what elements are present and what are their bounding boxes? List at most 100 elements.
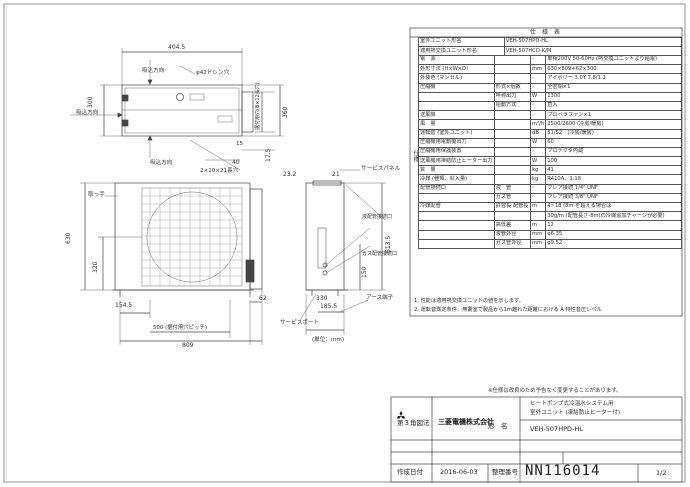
table-cell: 4~18 (8m を超える場合は	[545, 201, 682, 213]
table-cell: 51/52 (冷房/暖房)	[545, 128, 682, 139]
slot-label: 2×10×21長穴	[200, 168, 239, 174]
table-cell: dB	[530, 128, 547, 139]
table-cell: 呼称出力	[493, 91, 532, 102]
table-cell: mm	[530, 64, 547, 75]
date-value: 2016-06-03	[440, 468, 478, 476]
projection-label: 第３角図法	[397, 419, 430, 427]
table-cell: ガス管	[493, 192, 532, 204]
table-row: 室外ユニット形名 VEH-507HPD-HL	[418, 36, 683, 48]
table-cell: 運転音 (室外ユニット)	[418, 128, 495, 139]
table-row: 配管接続口液 管-フレア接続 1/4" UNF	[418, 183, 682, 194]
dim-154-5: 154.5	[115, 302, 133, 309]
table-cell: mm	[530, 229, 547, 240]
table-cell: -	[530, 73, 547, 84]
gas-pipe-label: ガス配管接続口	[362, 251, 398, 257]
table-row: 圧縮機用保護装置 -プロテクタ内蔵	[418, 146, 682, 158]
dim-23-2: 23.2	[283, 171, 297, 178]
table-cell: 41	[545, 165, 682, 176]
dim-21: 21	[332, 171, 340, 178]
table-cell	[530, 211, 547, 222]
table-cell: R410A、1.18	[545, 174, 682, 185]
table-cell: 送風機用凍結防止ヒーター出力	[418, 156, 495, 167]
table-cell: 風 量	[418, 119, 495, 130]
table-cell	[493, 128, 532, 139]
table-cell: 12	[545, 220, 682, 231]
table-cell: 許容長 配管長	[493, 201, 532, 213]
table-cell: 全密閉×1	[545, 82, 682, 93]
table-cell: 形式×個数	[493, 82, 532, 93]
table-cell: 圧縮機用保護装置	[418, 146, 495, 158]
table-cell: フレア接続 1/4" UNF	[545, 183, 682, 194]
company-name: 三菱電機株式会社	[438, 418, 494, 426]
table-cell: 冷媒配管	[418, 201, 495, 213]
dim-15: 15	[236, 141, 244, 147]
table-cell: フレア接続 3/8" UNF	[545, 192, 682, 204]
table-row: 外装色 (マンセル)-アイボリー 3.0Y 7.8/1.1	[418, 73, 682, 84]
unit-note: (単位：mm)	[312, 337, 345, 343]
spec-table: 室外ユニット形名 VEH-507HPD-HL 適用熱交換ユニット形名 VEH-5…	[418, 36, 683, 57]
table-cell: -	[530, 110, 547, 121]
table-cell: 液 管	[493, 183, 532, 194]
table-row: 始動方式-直入	[418, 100, 682, 112]
table-cell: φ9.52	[545, 238, 682, 249]
table-cell: 質 量	[418, 165, 495, 176]
table-cell	[493, 54, 532, 66]
table-cell: 送風機	[418, 110, 495, 121]
table-cell	[493, 137, 532, 148]
table-row: 圧縮機形式×個数-全密閉×1	[418, 82, 682, 93]
table-cell: 配管接続口	[418, 183, 495, 194]
dim-height-320: 320	[92, 261, 99, 273]
side-view-outline	[305, 182, 345, 291]
table-cell: 100	[545, 156, 682, 167]
table-cell: -	[530, 82, 547, 93]
spec-note-2: 2. 運転音測定条件：無響室で製品から1m離れた距離における A 特性音圧レベル	[414, 307, 602, 313]
drain-hole	[176, 93, 184, 101]
table-cell: 1300	[545, 91, 682, 102]
table-cell	[493, 119, 532, 130]
table-cell: プロテクタ内蔵	[545, 146, 682, 158]
drain-hole-label: φ42ドレン穴	[196, 70, 230, 76]
dim-height-630: 630	[65, 232, 72, 244]
table-row: 電 源-単相200V 50-60Hz (熱交換ユニットより給電)	[418, 54, 682, 66]
table-cell: 冷媒 (種類、封入量)	[418, 174, 495, 185]
table-cell: 直入	[545, 100, 682, 112]
table-cell: 2500/2600 (冷房/暖房)	[545, 119, 682, 130]
table-cell	[493, 146, 532, 158]
earth-terminal-label: アース端子	[366, 295, 394, 301]
intake-left-label: 吸込方向	[76, 110, 99, 116]
table-cell: プロペラファン×1	[545, 110, 682, 121]
dim-width-top: 404.5	[168, 44, 186, 51]
date-label: 作成日付	[397, 468, 423, 476]
table-cell	[418, 229, 495, 240]
spec-side-label: 仕様	[412, 150, 419, 162]
doc-number-label: 整理番号	[492, 468, 518, 476]
table-cell: -	[530, 146, 547, 158]
table-cell	[418, 100, 495, 112]
dim-height-300: 300	[87, 96, 94, 108]
dim-500: 500 (据付用穴ピッチ)	[153, 325, 207, 331]
spec-title: 仕 様 表	[530, 29, 561, 36]
table-cell: 外形寸法 (H×W×D)	[418, 64, 495, 75]
product-desc-2: 室外ユニット (凍結防止ヒーター付)	[530, 410, 621, 416]
dim-height-360: 360	[282, 106, 289, 118]
table-cell	[493, 211, 532, 222]
table-cell	[418, 211, 495, 222]
table-cell: kg	[530, 165, 547, 176]
table-cell: 始動方式	[493, 100, 532, 112]
top-view-outline	[121, 84, 243, 137]
table-cell	[493, 165, 532, 176]
table-cell: W	[530, 156, 547, 167]
table-cell	[493, 64, 532, 75]
dim-613-5: 613.5	[385, 235, 392, 253]
doc-number-value: NN116014	[525, 463, 601, 479]
mount-hole-label: 据付用穴(8×12長穴)	[255, 82, 261, 130]
table-cell: 電 源	[418, 54, 495, 66]
